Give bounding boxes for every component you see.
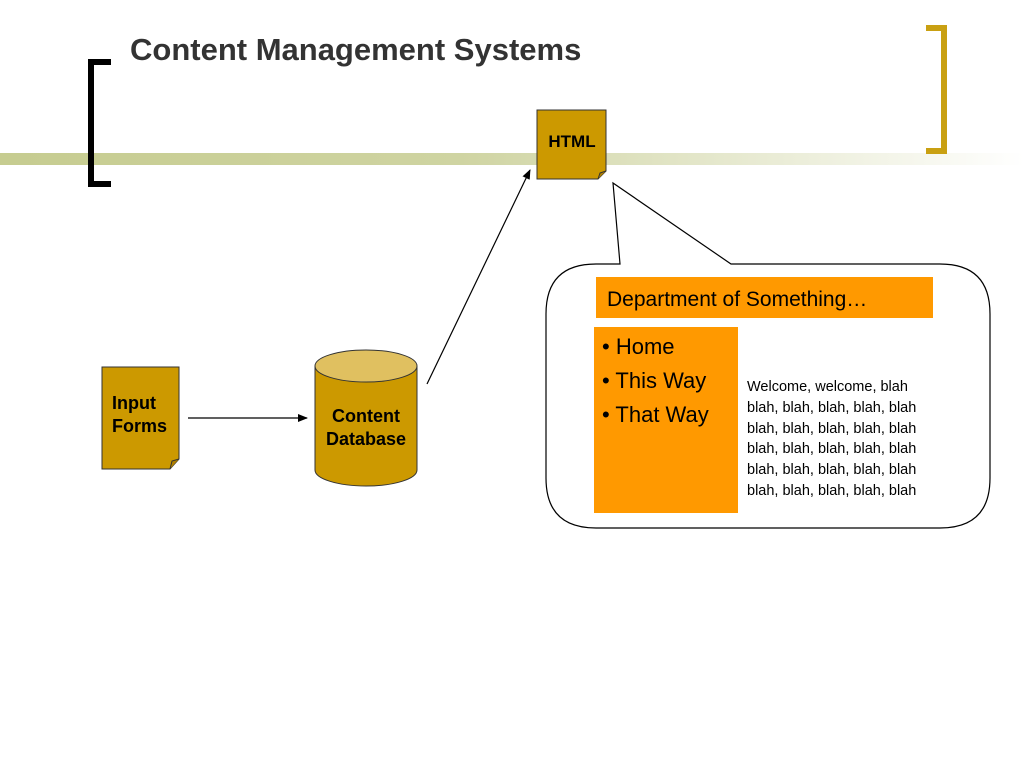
input-forms-label-line2: Forms bbox=[112, 416, 167, 436]
mock-webpage: Department of Something… • Home • This W… bbox=[594, 277, 933, 513]
page-header-bar bbox=[596, 277, 933, 318]
body-text-line: blah, blah, blah, blah, blah bbox=[747, 421, 916, 437]
arrow-database-to-html bbox=[426, 169, 531, 385]
header-band bbox=[0, 153, 1024, 165]
html-document: HTML bbox=[536, 109, 607, 180]
nav-item-this-way[interactable]: • This Way bbox=[602, 368, 706, 393]
input-forms-label-line1: Input bbox=[112, 393, 156, 413]
nav-item-home[interactable]: • Home bbox=[602, 334, 675, 359]
body-text-line: blah, blah, blah, blah, blah bbox=[747, 441, 916, 457]
page-header-text: Department of Something… bbox=[607, 288, 867, 311]
body-text-line: blah, blah, blah, blah, blah bbox=[747, 483, 916, 499]
nav-item-that-way[interactable]: • That Way bbox=[602, 402, 709, 427]
page-fold-icon bbox=[169, 458, 180, 470]
body-text-line: Welcome, welcome, blah bbox=[747, 379, 908, 395]
database-cylinder-icon bbox=[314, 366, 418, 487]
html-label: HTML bbox=[548, 132, 595, 151]
left-bracket-icon bbox=[88, 59, 111, 187]
body-text-line: blah, blah, blah, blah, blah bbox=[747, 400, 916, 416]
slide-title: Content Management Systems bbox=[130, 32, 582, 67]
input-forms-document: Input Forms bbox=[101, 366, 180, 470]
page-fold-icon bbox=[597, 170, 607, 180]
content-database-label-line2: Database bbox=[326, 429, 406, 449]
content-database-label-line1: Content bbox=[332, 406, 400, 426]
body-text-line: blah, blah, blah, blah, blah bbox=[747, 462, 916, 478]
nav-sidebar bbox=[594, 327, 738, 513]
right-bracket-icon bbox=[926, 25, 947, 154]
content-database-cylinder: Content Database bbox=[314, 349, 418, 487]
database-top-icon bbox=[314, 349, 418, 383]
